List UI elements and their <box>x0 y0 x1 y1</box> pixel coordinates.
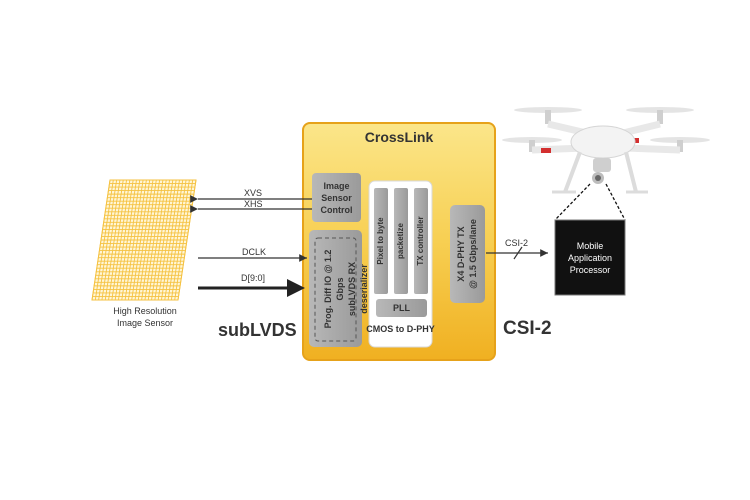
dphy-tx-block <box>450 205 485 303</box>
csi2-label: CSI-2 <box>503 318 552 339</box>
dclk-label: DCLK <box>242 247 267 257</box>
dphy-tx-label: X4 D-PHY TX @ 1.5 Gbps/lane <box>456 219 478 289</box>
csi2-bus-slash <box>513 246 523 260</box>
packetize-label: packetize <box>396 222 405 260</box>
processor-block <box>554 219 626 296</box>
pll-label: PLL <box>393 303 410 313</box>
pixel-to-byte-label: Pixel to byte <box>376 217 385 265</box>
tx-controller-label: TX controller <box>416 216 425 266</box>
pixel-to-byte-block <box>374 188 388 294</box>
image-sensor-label: High Resolution Image Sensor <box>113 306 177 328</box>
packetize-block <box>394 188 408 294</box>
data-bus-label: D[9:0] <box>241 273 266 283</box>
image-sensor-control-label: Image Sensor Control <box>320 180 353 215</box>
drone-graphic <box>502 107 710 194</box>
crosslink-title: CrossLink <box>364 129 434 145</box>
sublvds-label: subLVDS <box>218 320 297 340</box>
csi2-link-label: CSI-2 <box>505 238 529 248</box>
sublvds-rx-block <box>309 230 362 347</box>
callout-line-left <box>554 183 591 221</box>
tx-controller-block <box>414 188 428 294</box>
xvs-label: XVS <box>244 188 263 198</box>
image-sensor-control-block <box>312 173 361 222</box>
callout-line-right <box>605 183 626 221</box>
image-sensor-graphic <box>91 179 197 301</box>
sublvds-rx-label: Prog. Diff IO @ 1.2 Gbps subLVDS RX dese… <box>323 249 369 329</box>
xhs-label: XHS <box>244 199 263 209</box>
processor-label: Mobile Application Processor <box>567 240 613 275</box>
pll-block <box>376 299 427 317</box>
cmos-to-dphy-label: CMOS to D-PHY <box>366 324 435 334</box>
sublvds-rx-dashed-frame <box>314 237 357 342</box>
